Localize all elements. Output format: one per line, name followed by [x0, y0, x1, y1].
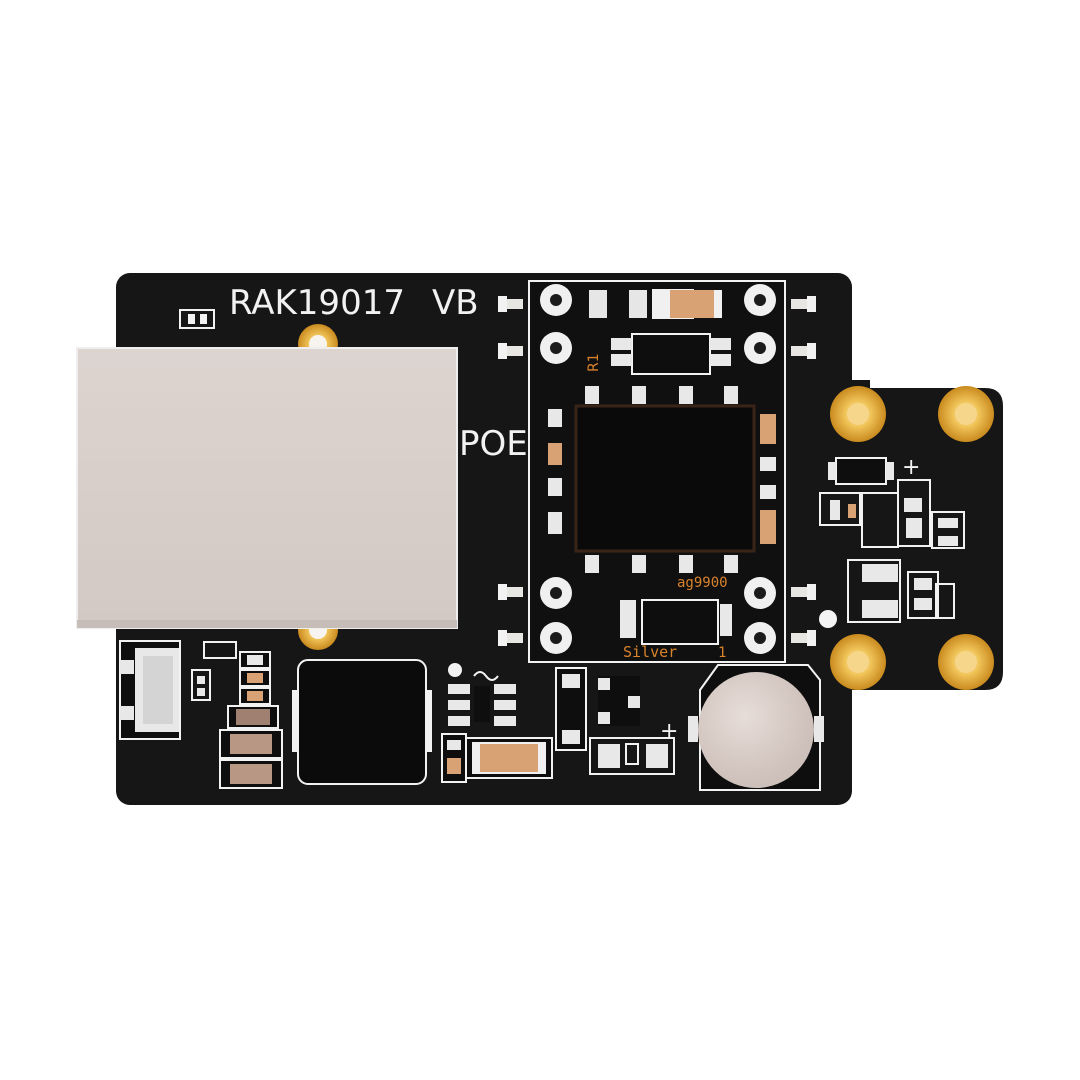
poe-module: R1 ag9900 Silver 1: [498, 280, 816, 663]
chip-marking-label: ag9900: [677, 575, 728, 591]
ref-r1-label: R1: [586, 353, 602, 372]
poe-controller-ic: [574, 404, 756, 553]
board-version-label: VB: [432, 283, 479, 323]
right-pads: [828, 462, 958, 618]
rj45-ethernet-jack: [76, 347, 458, 629]
bottom-capacitors: [441, 667, 675, 783]
led-footprint: [179, 309, 215, 329]
polarity-plus-mark-right: +: [902, 455, 920, 480]
battery-connector: [119, 640, 211, 740]
module-side-pads: [498, 296, 816, 646]
right-passives: [819, 457, 965, 623]
pogo-gold-pads: [830, 386, 994, 690]
pin1-marking: 1: [718, 645, 726, 661]
board-model-label: RAK19017: [229, 283, 405, 323]
power-inductor: [292, 659, 432, 785]
fiducial-mark: [819, 610, 837, 628]
polarity-plus-mark-battery: +: [660, 719, 678, 744]
resistor-array: [203, 641, 283, 789]
silver-marking-label: Silver: [623, 643, 677, 661]
poe-label: POE: [459, 424, 528, 464]
small-ic-footprint: [448, 663, 516, 726]
coin-cell-battery: [688, 664, 824, 791]
module-corner-holes: [540, 284, 776, 654]
